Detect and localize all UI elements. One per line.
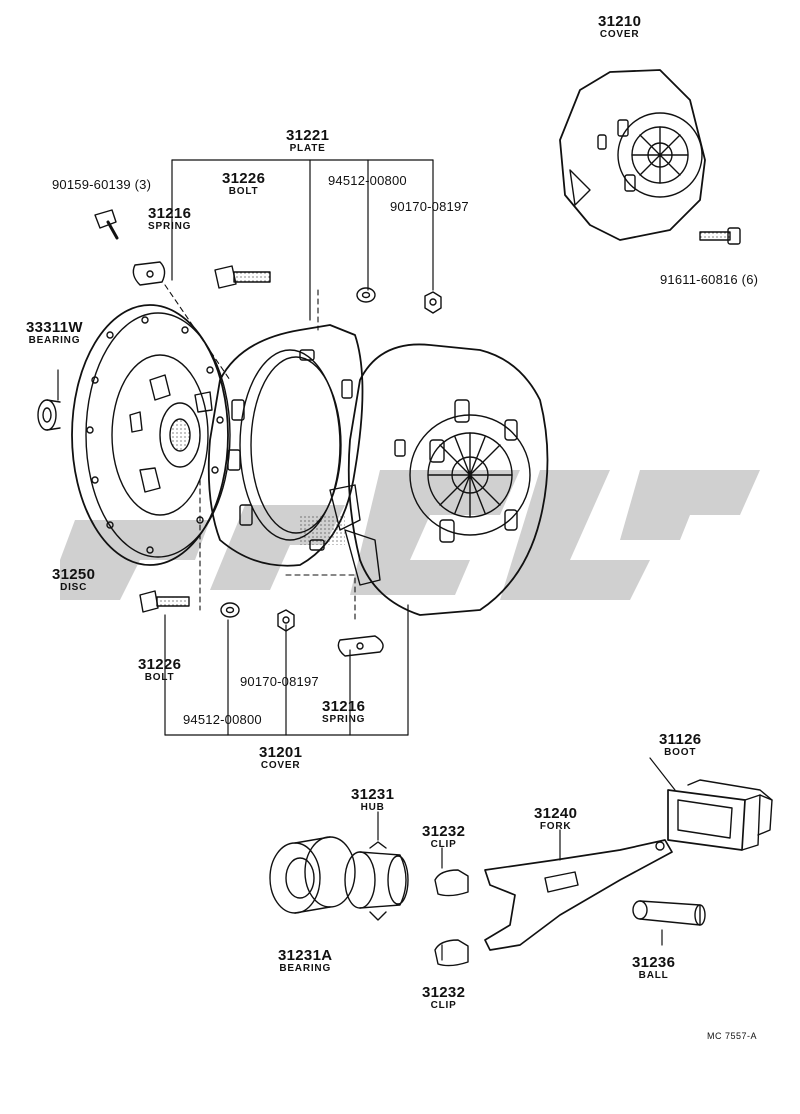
part-number: 31236 <box>632 954 676 971</box>
clip-31232-top <box>434 869 469 897</box>
hub-31231 <box>344 841 409 921</box>
part-number: 33311W <box>26 319 83 336</box>
label-31231a: 31231A BEARING <box>278 948 332 974</box>
label-31236: 31236 BALL <box>632 955 675 981</box>
label-31126: 31126 BOOT <box>659 732 701 758</box>
part-name: COVER <box>260 760 301 771</box>
nut-90170-top <box>424 291 442 314</box>
label-31226-top: 31226 BOLT <box>222 171 265 197</box>
part-name: HUB <box>360 802 385 813</box>
label-90170-08197-bottom: 90170-08197 <box>240 674 319 689</box>
part-name: SPRING <box>148 221 192 232</box>
part-name: CLIP <box>430 1000 457 1011</box>
pilot-bearing-33311w <box>37 399 61 431</box>
label-31201: 31201 COVER <box>259 745 302 771</box>
release-fork-31240 <box>484 839 673 951</box>
screw-90159 <box>94 209 119 240</box>
part-name: FORK <box>539 821 572 832</box>
part-number: 31221 <box>286 127 330 144</box>
bolt-31226-top <box>214 265 271 289</box>
clip-31232-bottom <box>434 939 469 967</box>
part-number: 31201 <box>259 744 303 761</box>
part-name: BOOT <box>664 747 697 758</box>
bolt-31226-bottom <box>139 590 190 613</box>
label-31240: 31240 FORK <box>534 806 577 832</box>
release-bearing-31231a <box>269 836 356 914</box>
label-31221: 31221 PLATE <box>286 128 329 154</box>
label-90159-60139: 90159-60139 (3) <box>52 177 152 192</box>
part-number: 31126 <box>659 731 702 748</box>
label-94512-00800-bottom: 94512-00800 <box>183 712 262 727</box>
leader-lines <box>57 159 676 961</box>
watermark-logo <box>60 470 760 600</box>
pivot-ball-31236 <box>632 900 706 926</box>
part-number: 31216 <box>148 205 192 222</box>
label-31231: 31231 HUB <box>351 787 394 813</box>
part-number: 31250 <box>52 566 96 583</box>
label-31216-top: 31216 SPRING <box>148 206 191 232</box>
part-number: 31226 <box>222 170 266 187</box>
label-31250: 31250 DISC <box>52 567 95 593</box>
boot-31126 <box>667 779 773 851</box>
label-94512-00800-top: 94512-00800 <box>328 173 407 188</box>
part-name: BEARING <box>279 963 332 974</box>
bolt-91611 <box>699 227 741 245</box>
part-name: BALL <box>638 970 669 981</box>
part-number: 31226 <box>138 656 182 673</box>
part-number: 31231A <box>278 947 333 964</box>
label-90170-08197-top: 90170-08197 <box>390 199 469 214</box>
part-name: PLATE <box>289 143 326 154</box>
nut-90170-bottom <box>277 609 295 632</box>
part-number: 31231 <box>351 786 395 803</box>
clutch-cover-31201 <box>329 343 549 616</box>
spring-31216-top <box>132 261 166 286</box>
part-number: 31232 <box>422 984 466 1001</box>
label-31226-bottom: 31226 BOLT <box>138 657 181 683</box>
part-name: SPRING <box>322 714 366 725</box>
washer-94512-top <box>356 287 376 303</box>
label-31210: 31210 COVER <box>598 14 641 40</box>
clutch-cover-31210 <box>559 69 706 241</box>
part-number: 31216 <box>322 698 366 715</box>
clutch-disc-31250 <box>71 304 231 566</box>
spring-31216-bottom <box>337 635 384 657</box>
label-31232-top: 31232 CLIP <box>422 824 465 850</box>
part-name: BOLT <box>228 186 259 197</box>
part-name: CLIP <box>430 839 457 850</box>
washer-94512-bottom <box>220 602 240 618</box>
diagram-reference-code: MC 7557-A <box>707 1031 758 1041</box>
part-name: BOLT <box>144 672 175 683</box>
part-number: 31210 <box>598 13 642 30</box>
label-31216-bottom: 31216 SPRING <box>322 699 365 725</box>
label-31232-bottom: 31232 CLIP <box>422 985 465 1011</box>
part-number: 31240 <box>534 805 578 822</box>
part-number: 31232 <box>422 823 466 840</box>
part-name: COVER <box>599 29 640 40</box>
label-33311w: 33311W BEARING <box>26 320 83 346</box>
label-91611-60816: 91611-60816 (6) <box>660 272 759 287</box>
part-name: DISC <box>60 582 88 593</box>
part-name: BEARING <box>28 335 81 346</box>
